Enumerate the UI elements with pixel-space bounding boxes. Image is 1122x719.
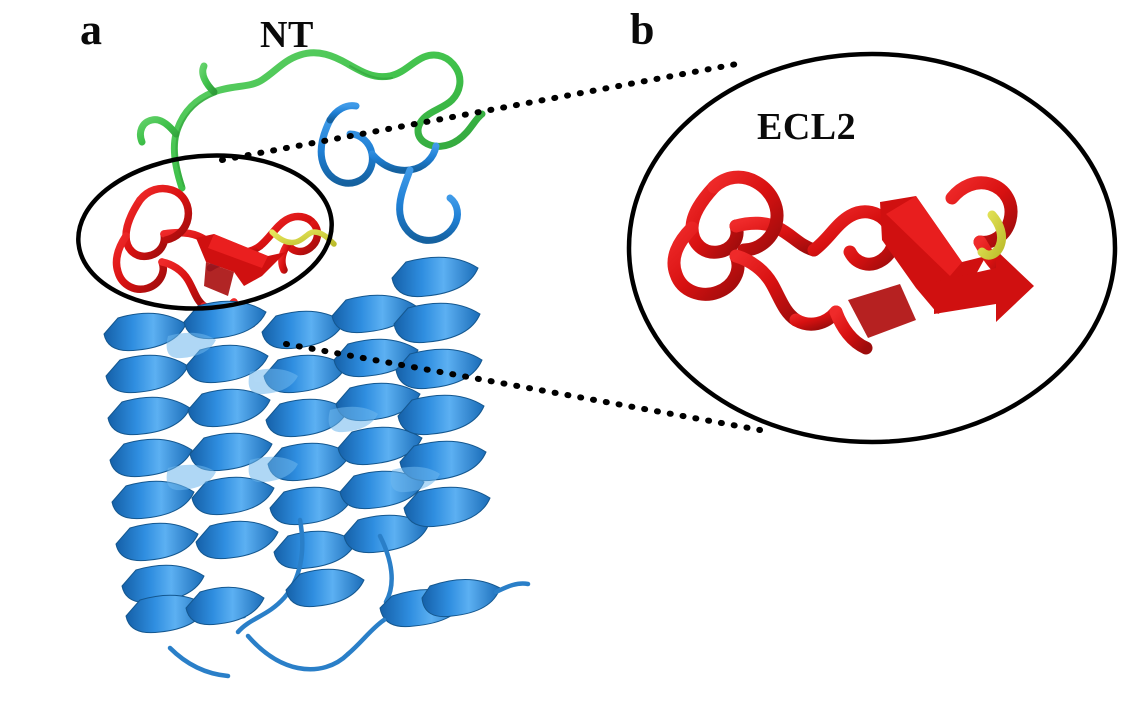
ecl2-label: ECL2 [757,106,857,148]
ecl2-beta-sheet-panel-a [196,234,286,296]
n-terminus-chain-shade [175,65,393,187]
leader-line-bottom [283,341,763,433]
intracellular-region [125,568,531,679]
zoom-leader-lines [219,60,763,433]
leader-line-top [219,60,745,163]
panel-b-label: b [630,5,655,54]
panel-a-label: a [80,5,102,54]
disulfide-bond-panel-a [269,229,337,247]
extracellular-loops-blue [206,102,461,272]
disulfide-bond-panel-b [977,210,1007,260]
ecl2-beta-sheet-panel-b [848,196,1034,338]
ecl2-highlight-ellipse [76,153,334,311]
nt-label: NT [260,14,314,56]
ecl2-loop-panel-b [667,170,1018,355]
transmembrane-helix-bundle [103,256,491,635]
n-terminus-chain [136,49,486,192]
magnifier-circle [626,51,1118,445]
